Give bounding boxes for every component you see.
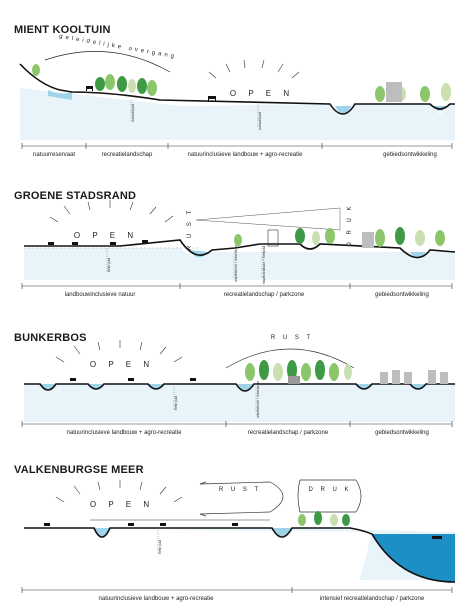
rust-label: R U S T [218, 487, 262, 493]
sun-rays-icon [55, 340, 183, 363]
section-groene-stadsrand: GROENE STADSRAND fiets/ pad u [0, 160, 474, 310]
building-icon [362, 232, 374, 248]
open-label: O P E N [89, 360, 155, 369]
small-label: uitzetstrook / meanzone [234, 245, 238, 282]
section-title: VALKENBURGSE MEER [14, 464, 144, 476]
section-mient-kooltuin: MIENT KOOLTUIN [0, 0, 474, 160]
sun-rays-icon [208, 59, 300, 79]
section-diagram: fiets/ pad uitzetstrook / meanzone stads… [21, 200, 456, 289]
small-label: fiets/ pad [158, 540, 162, 554]
building-icon [288, 370, 448, 384]
cow-icon [86, 86, 216, 102]
sun-rays-icon [55, 480, 183, 503]
zone-label: recreatielandschap [101, 152, 153, 158]
section-bunkerbos: BUNKERBOS [0, 310, 474, 450]
rust-label: R U S T [187, 207, 193, 251]
zone-label: recreatielandschap / parkzone [223, 292, 305, 298]
ground-profile [24, 383, 455, 392]
zone-label: natuurreservaat [32, 152, 76, 158]
lake [372, 534, 455, 582]
tree-group [298, 511, 350, 526]
druk-label: D R U K [347, 203, 353, 247]
druk-label: D R U K [308, 487, 352, 493]
ground-profile [24, 527, 456, 583]
open-label: O P E N [89, 500, 155, 509]
section-valkenburgse-meer: VALKENBURGSE MEER fiets/ pad [0, 450, 474, 610]
section-diagram: boswal/pad boswal/pad [19, 51, 455, 149]
section-title: GROENE STADSRAND [14, 190, 137, 202]
tree-group [245, 360, 352, 381]
small-label: stadsrandlaan + fietspad [262, 246, 266, 284]
rust-label: R U S T [270, 335, 314, 341]
zone-label: gebiedsontwikkeling [375, 292, 429, 298]
transition-arrow [44, 51, 171, 73]
rust-loop [199, 481, 284, 515]
small-label: boswal/pad [258, 112, 262, 130]
small-label: fiets/ pad [107, 258, 111, 272]
small-label: fiets/ pad [174, 396, 178, 410]
zone-label: intensief recreatielandschap / parkzone [319, 596, 425, 602]
zone-label: recreatielandschap / parkzone [247, 430, 329, 436]
druk-loop [297, 479, 362, 513]
section-title: BUNKERBOS [14, 332, 87, 344]
rust-druk-wedge [195, 207, 341, 231]
zone-label: gebiedsontwikkeling [383, 152, 437, 158]
building-icon [386, 82, 402, 102]
boat-icon [432, 536, 442, 539]
tower-icon [267, 229, 279, 247]
open-label: O P E N [73, 231, 139, 240]
zone-label: natuurinclusieve landbouw + agro-recreat… [187, 152, 303, 158]
ground-profile [24, 239, 456, 259]
sun-rays-icon [49, 200, 174, 223]
section-title: MIENT KOOLTUIN [14, 24, 111, 36]
rust-arc [225, 348, 355, 369]
ground-profile [19, 63, 455, 115]
zone-label: natuurinclusieve landbouw + agro-recreat… [98, 596, 214, 602]
tree-group [32, 64, 451, 102]
section-diagram: fiets/ pad [21, 479, 456, 593]
cow-icon [48, 240, 148, 245]
small-label: boswal/pad [131, 104, 135, 122]
small-label: uitzetstrook / meanzone [256, 381, 260, 418]
zone-label: gebiedsontwikkeling [375, 430, 429, 436]
section-diagram: fiets/ pad uitzetstrook / meanzone [21, 340, 455, 427]
cow-icon [44, 523, 238, 526]
cow-icon [70, 378, 196, 381]
open-label: O P E N [229, 89, 295, 98]
zone-label: natuurinclusieve landbouw + agro-recreat… [66, 430, 182, 436]
zone-label: landbouwinclusieve natuur [64, 292, 136, 298]
tree-group [234, 227, 445, 247]
